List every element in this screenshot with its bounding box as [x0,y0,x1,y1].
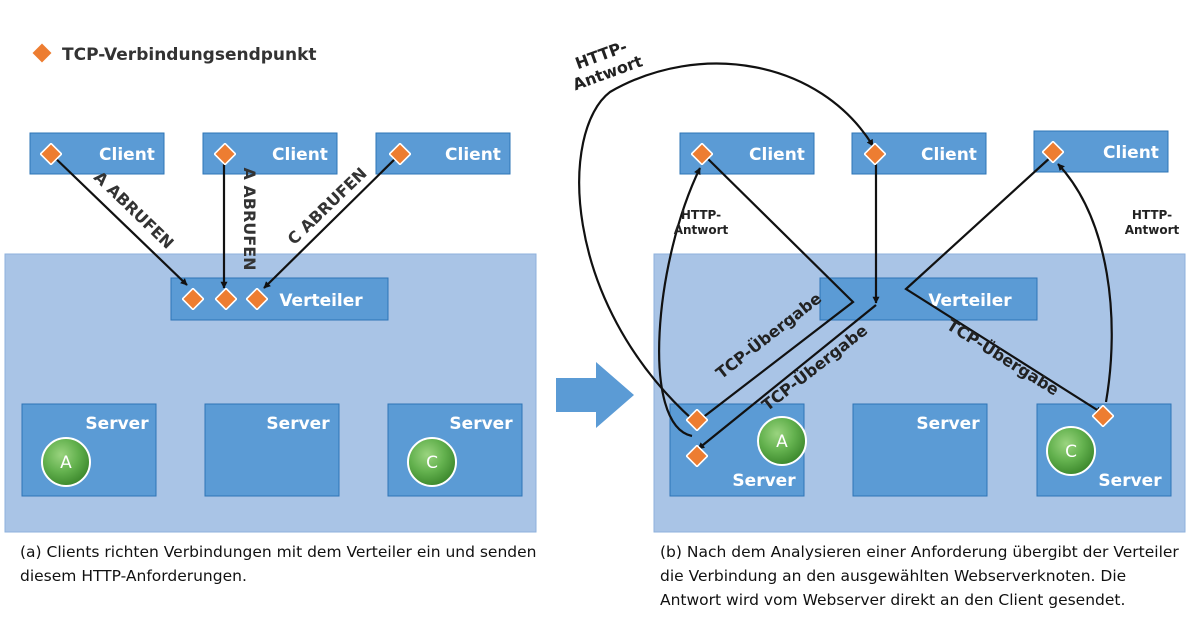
object-c-label-b: C [1065,442,1077,462]
transition-arrow-icon [556,362,634,428]
request-label-a2: A ABRUFEN [240,167,259,270]
response-arrow-left [658,167,701,438]
server-label-b1: Server [732,471,796,491]
server-label-a3: Server [449,414,513,434]
request-label-a3: C ABRUFEN [284,164,371,249]
request-arrow-a1 [50,153,188,286]
client-label-a2: Client [272,145,328,165]
legend-label: TCP-Verbindungsendpunkt [62,45,317,65]
client-label-b1: Client [749,145,805,165]
server-label-b3: Server [1098,471,1162,491]
panel-a: Client Client Client Verteiler Server Se… [4,132,537,533]
client-label-a1: Client [99,145,155,165]
object-a-ball [41,437,91,487]
object-a-ball-b [757,416,807,466]
response-label-top: HTTP- Antwort [570,37,645,94]
server-label-b2: Server [916,414,980,434]
response-arrow-right [1057,163,1113,403]
distributor-box-b [819,277,1038,321]
client-label-a3: Client [445,145,501,165]
endpoint-marker-icon [31,42,53,64]
handoff-arrow-b1 [696,155,855,423]
response-label-right-line1: HTTP- [1132,208,1172,222]
request-label-a1: A ABRUFEN [90,167,177,252]
object-c-label: C [426,453,438,473]
object-c-ball [407,437,457,487]
handoff-arrow-b2 [697,304,877,450]
caption-b: (b) Nach dem Analysieren einer Anforderu… [660,543,1179,609]
request-arrow-a3 [263,153,401,289]
server-box-b2 [852,403,988,497]
object-a-label: A [60,453,72,473]
server-label-a1: Server [85,414,149,434]
distributor-label-b: Verteiler [928,291,1012,311]
client-label-b2: Client [921,145,977,165]
server-box-a2 [204,403,340,497]
response-label-left-line1: HTTP- [681,208,721,222]
object-c-ball-b [1046,426,1096,476]
distributor-label-a: Verteiler [279,291,363,311]
client-box-a3 [375,132,511,175]
handoff-arrow-b3 [904,155,1103,414]
client-label-b3: Client [1103,143,1159,163]
server-label-a2: Server [266,414,330,434]
response-arrow-top [578,62,874,421]
object-a-label-b: A [776,432,788,452]
distributor-box-a [170,277,389,321]
response-label-left-line2: Antwort [674,223,729,237]
caption-a: (a) Clients richten Verbindungen mit dem… [20,543,537,585]
response-label-right-line2: Antwort [1125,223,1180,237]
panel-b: Client Client Client Verteiler Server Se… [570,37,1186,533]
